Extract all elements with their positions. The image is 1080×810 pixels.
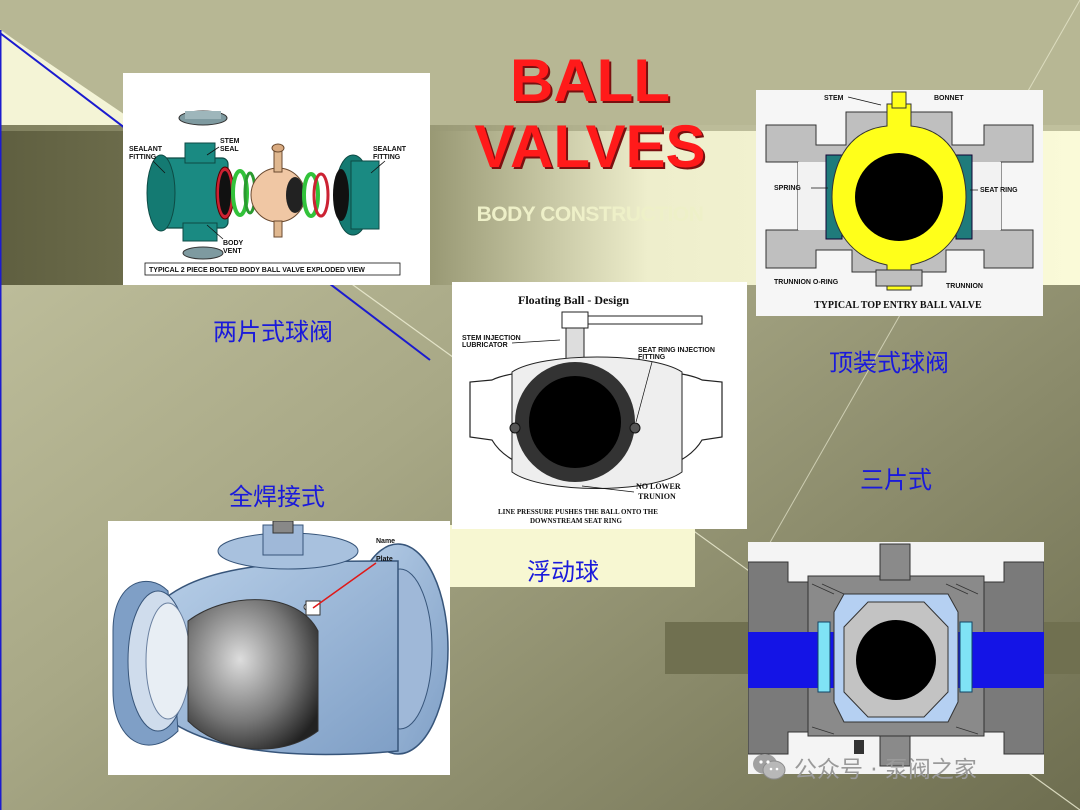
floating-heading: Floating Ball - Design (518, 293, 629, 307)
svg-text:SEAT RING: SEAT RING (980, 187, 1018, 194)
svg-text:STEM INJECTION: STEM INJECTION (462, 335, 521, 342)
svg-text:FITTING: FITTING (129, 154, 157, 161)
svg-text:STEM: STEM (220, 138, 240, 145)
svg-text:TRUNION: TRUNION (638, 492, 676, 501)
title-line-2: VALVES (474, 113, 706, 180)
three-piece-valve-diagram (748, 542, 1044, 774)
svg-text:LINE PRESSURE PUSHES THE BALL: LINE PRESSURE PUSHES THE BALL ONTO THE (498, 508, 658, 516)
svg-text:TRUNNION O-RING: TRUNNION O-RING (774, 279, 839, 286)
svg-text:FITTING: FITTING (638, 354, 666, 361)
svg-text:STEM: STEM (824, 95, 844, 102)
svg-text:TRUNNION: TRUNNION (946, 283, 983, 290)
two-piece-footer: TYPICAL 2 PIECE BOLTED BODY BALL VALVE E… (149, 267, 365, 274)
caption-two-piece: 两片式球阀 (213, 318, 333, 346)
svg-text:Name: Name (376, 538, 395, 545)
svg-text:FITTING: FITTING (373, 154, 401, 161)
svg-text:BONNET: BONNET (934, 95, 964, 102)
watermark: 公众号 · 泵阀之家 (752, 750, 977, 784)
caption-top-entry: 顶装式球阀 (829, 349, 949, 377)
title-line-1: BALL (510, 47, 670, 114)
top-entry-footer: TYPICAL TOP ENTRY BALL VALVE (814, 300, 982, 311)
slide-subtitle: BODY CONSTRUCTION (476, 203, 704, 226)
svg-text:SEAL: SEAL (220, 146, 239, 153)
caption-floating: 浮动球 (527, 558, 599, 586)
top-entry-valve-diagram: STEM BONNET SPRING SEAT RING TRUNNION O-… (756, 90, 1043, 316)
floating-ball-diagram: Floating Ball - Design STEM INJECTION LU… (452, 282, 747, 529)
svg-text:VENT: VENT (223, 248, 242, 255)
svg-text:Plate: Plate (376, 556, 393, 563)
svg-text:BODY: BODY (223, 240, 244, 247)
svg-text:SEALANT: SEALANT (373, 146, 407, 153)
svg-text:SEAT RING INJECTION: SEAT RING INJECTION (638, 347, 715, 354)
svg-text:SEALANT: SEALANT (129, 146, 163, 153)
wechat-icon (753, 754, 786, 780)
caption-three-piece: 三片式 (860, 466, 932, 494)
svg-text:DOWNSTREAM SEAT RING: DOWNSTREAM SEAT RING (530, 517, 622, 525)
caption-fully-welded: 全焊接式 (229, 483, 325, 511)
fully-welded-valve-diagram: Name Plate (108, 521, 450, 775)
svg-text:LUBRICATOR: LUBRICATOR (462, 342, 508, 349)
two-piece-valve-diagram: SEALANT FITTING STEM SEAL SEALANT FITTIN… (123, 73, 430, 285)
slide-title: BALL VALVES (440, 48, 740, 180)
watermark-text: 公众号 · 泵阀之家 (794, 757, 977, 783)
svg-text:SPRING: SPRING (774, 185, 801, 192)
svg-text:NO LOWER: NO LOWER (636, 482, 681, 491)
